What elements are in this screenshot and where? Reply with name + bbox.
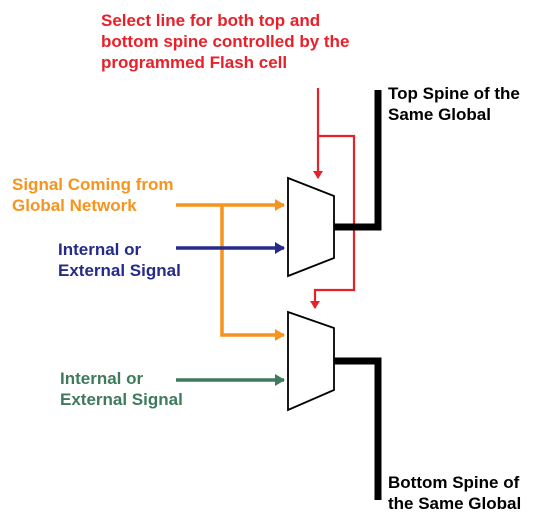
internal-signal-top-label: Internal or External Signal	[58, 239, 181, 281]
mux-top	[287, 176, 335, 278]
internal-top-line-1: Internal or	[58, 240, 142, 259]
bottom-spine-line-1: Bottom Spine of	[388, 473, 520, 492]
internal-top-line-2: External Signal	[58, 261, 181, 280]
top-spine	[334, 90, 382, 231]
internal-signal-bottom-label: Internal or External Signal	[60, 368, 183, 410]
caption-line-3: programmed Flash cell	[101, 53, 288, 72]
mux-bottom	[287, 310, 335, 412]
select-line-bottom-branch	[310, 134, 356, 309]
global-signal-line-1: Signal Coming from	[12, 175, 174, 194]
bottom-spine-label: Bottom Spine of the Same Global	[388, 472, 521, 514]
top-spine-label: Top Spine of the Same Global	[388, 83, 520, 125]
top-spine-line-1: Top Spine of the	[388, 84, 520, 103]
caption-line-1: Select line for both top and	[101, 11, 321, 30]
global-signal-line-2: Global Network	[12, 196, 137, 215]
select-line-caption: Select line for both top and bottom spin…	[101, 10, 349, 73]
internal-bottom-line-2: External Signal	[60, 390, 183, 409]
bottom-spine	[334, 357, 382, 500]
internal-bottom-line-1: Internal or	[60, 369, 144, 388]
global-signal-line-bottom	[220, 205, 285, 341]
caption-line-2: bottom spine controlled by the	[101, 32, 350, 51]
top-spine-line-2: Same Global	[388, 105, 491, 124]
bottom-spine-line-2: the Same Global	[388, 494, 522, 513]
global-signal-label: Signal Coming from Global Network	[12, 174, 174, 216]
